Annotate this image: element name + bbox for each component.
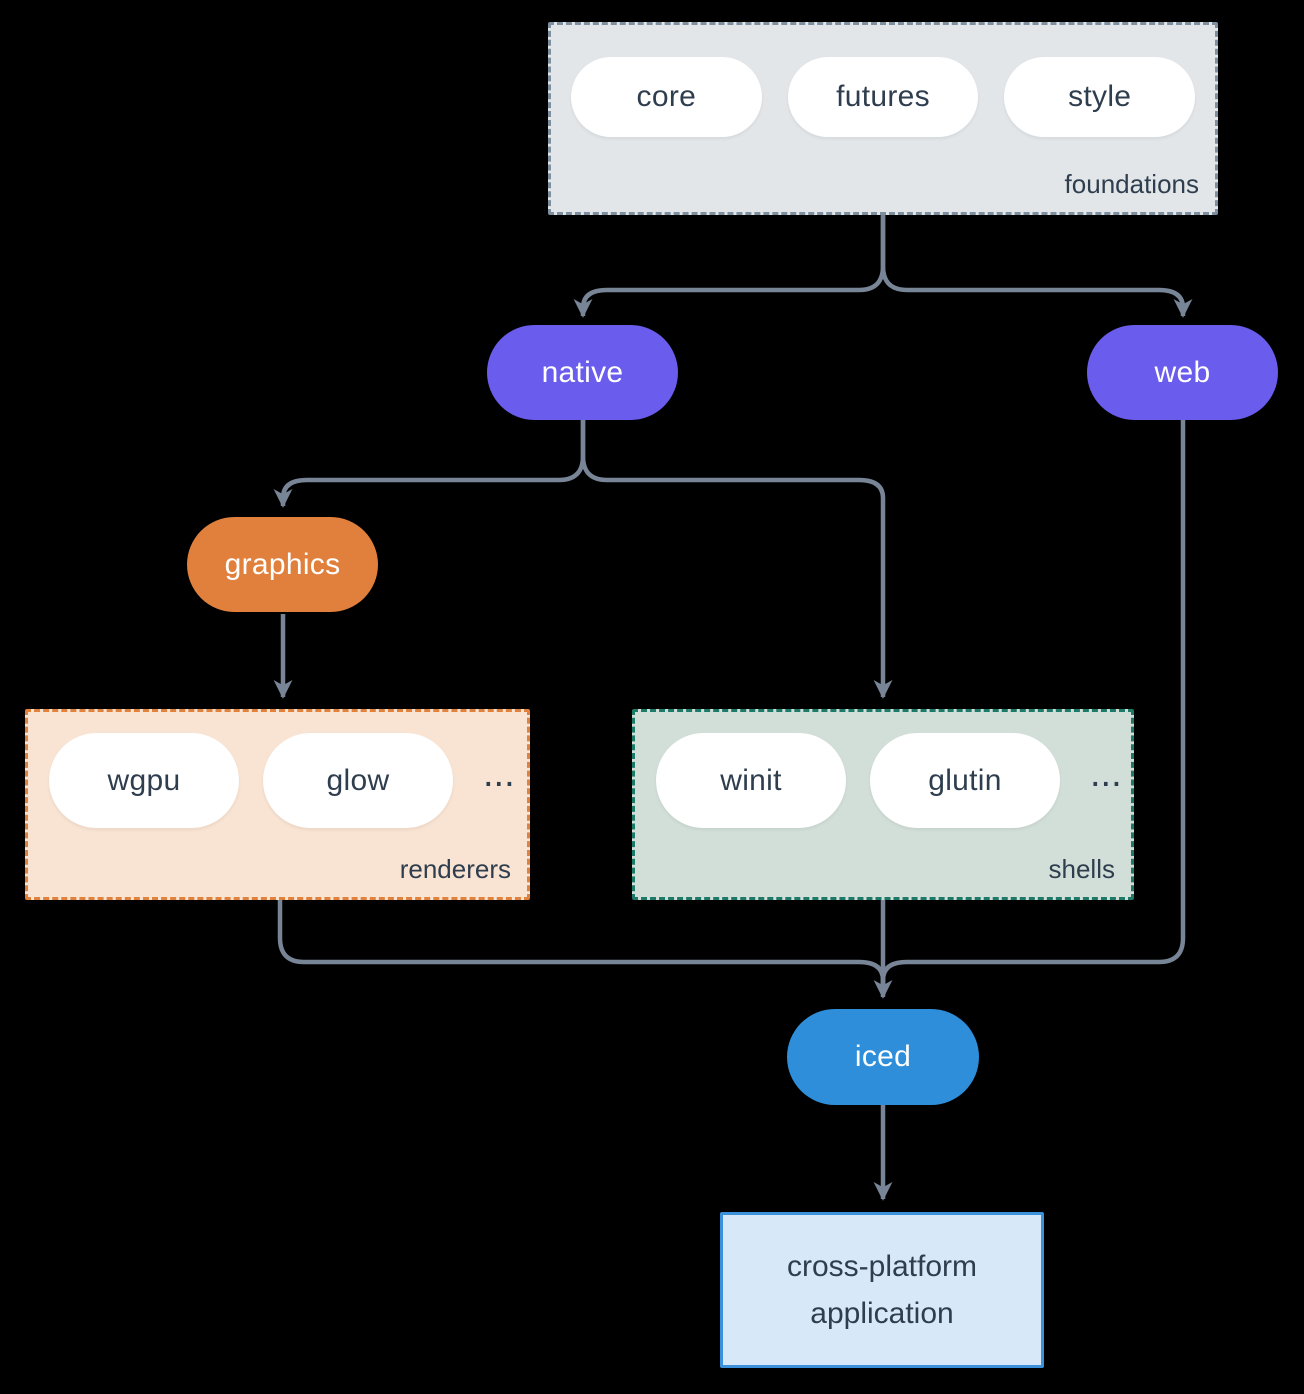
- shells-pills: winit glutin ...: [656, 733, 1122, 828]
- node-winit: winit: [656, 733, 846, 828]
- renderers-ellipsis: ...: [483, 753, 515, 795]
- edge-renderers-iced: [277, 900, 886, 990]
- shells-group: winit glutin ... shells: [632, 709, 1134, 900]
- node-futures: futures: [787, 57, 979, 137]
- node-wgpu: wgpu: [49, 733, 239, 828]
- shells-ellipsis: ...: [1090, 753, 1122, 795]
- edge-native-graphics: [273, 420, 586, 508]
- foundations-label: foundations: [1064, 169, 1199, 199]
- node-glutin: glutin: [870, 733, 1060, 828]
- node-graphics: graphics: [187, 517, 378, 612]
- node-cross-platform-application: cross-platform application: [720, 1212, 1044, 1368]
- edge-foundations-web: [880, 215, 1193, 318]
- shells-label: shells: [1048, 854, 1115, 884]
- foundations-pills: core futures style: [571, 57, 1196, 137]
- renderers-label: renderers: [399, 854, 511, 884]
- node-core: core: [571, 57, 762, 137]
- node-glow: glow: [263, 733, 453, 828]
- renderers-pills: wgpu glow ...: [49, 733, 515, 828]
- node-iced: iced: [787, 1009, 979, 1105]
- edge-foundations-native: [573, 215, 886, 318]
- foundations-group: core futures style foundations: [548, 22, 1218, 215]
- edge-web-iced: [880, 420, 1186, 990]
- node-web: web: [1087, 325, 1278, 420]
- edge-native-shells: [580, 420, 893, 699]
- renderers-group: wgpu glow ... renderers: [25, 709, 530, 900]
- node-native: native: [487, 325, 678, 420]
- node-style: style: [1004, 57, 1196, 137]
